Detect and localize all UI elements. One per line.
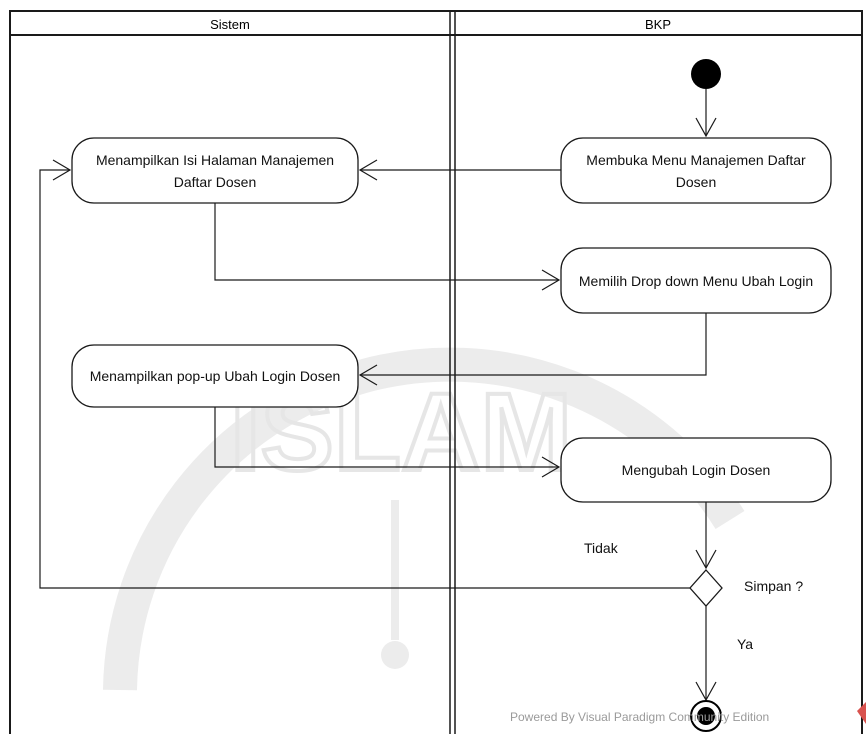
action-ubah-login-label: Mengubah Login Dosen [621, 462, 771, 478]
control-flows [39, 89, 717, 702]
action-tampil-halaman-label: Menampilkan Isi Halaman Manajemen Daftar… [95, 152, 335, 190]
background-emblem [103, 347, 745, 691]
guard-ya-label: Ya [737, 636, 754, 652]
powered-by-watermark: Powered By Visual Paradigm Community Edi… [510, 710, 770, 724]
swimlane-frame [9, 10, 863, 734]
action-tampil-popup-label: Menampilkan pop-up Ubah Login Dosen [89, 368, 341, 384]
lane-title-bkp: BKP [645, 17, 671, 32]
lane-title-sistem: Sistem [210, 17, 250, 32]
action-buka-menu-label: Membuka Menu Manajemen Daftar Dosen [586, 152, 806, 190]
action-ubah-login [560, 437, 832, 503]
action-pilih-dropdown-label: Memilih Drop down Menu Ubah Login [578, 273, 814, 289]
decision-question-label: Simpan ? [744, 578, 804, 594]
final-node [690, 700, 722, 732]
initial-node [691, 59, 721, 89]
guard-tidak-label: Tidak [584, 540, 618, 556]
visual-paradigm-logo-icon [857, 702, 866, 724]
action-pilih-dropdown [560, 247, 832, 314]
decision-node [689, 569, 723, 607]
